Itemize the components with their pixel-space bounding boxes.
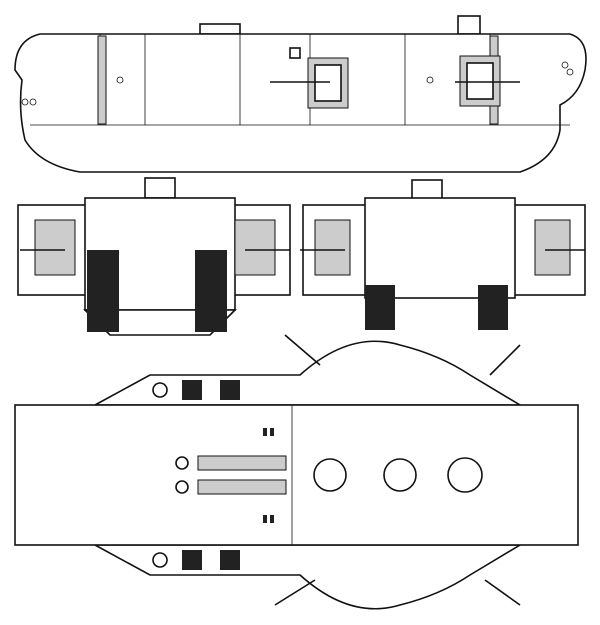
- hatch: [383, 458, 417, 492]
- hatch: [313, 458, 347, 492]
- hatch: [447, 457, 483, 493]
- side-panel-strip: [97, 35, 107, 125]
- rear-cupola: [457, 15, 481, 35]
- side-view: [14, 15, 587, 173]
- left-track: [365, 285, 395, 330]
- gun-barrel: [197, 479, 287, 495]
- rear-view: [300, 179, 586, 330]
- top-view: [14, 334, 579, 610]
- rear-hull-body: [364, 197, 516, 299]
- turret-cupola: [199, 23, 241, 35]
- right-track: [478, 285, 508, 330]
- front-view: [17, 177, 291, 336]
- right-track: [195, 250, 227, 332]
- gun-barrel: [197, 455, 287, 471]
- left-track: [87, 250, 119, 332]
- top-hull: [14, 404, 579, 546]
- side-hull: [14, 33, 587, 173]
